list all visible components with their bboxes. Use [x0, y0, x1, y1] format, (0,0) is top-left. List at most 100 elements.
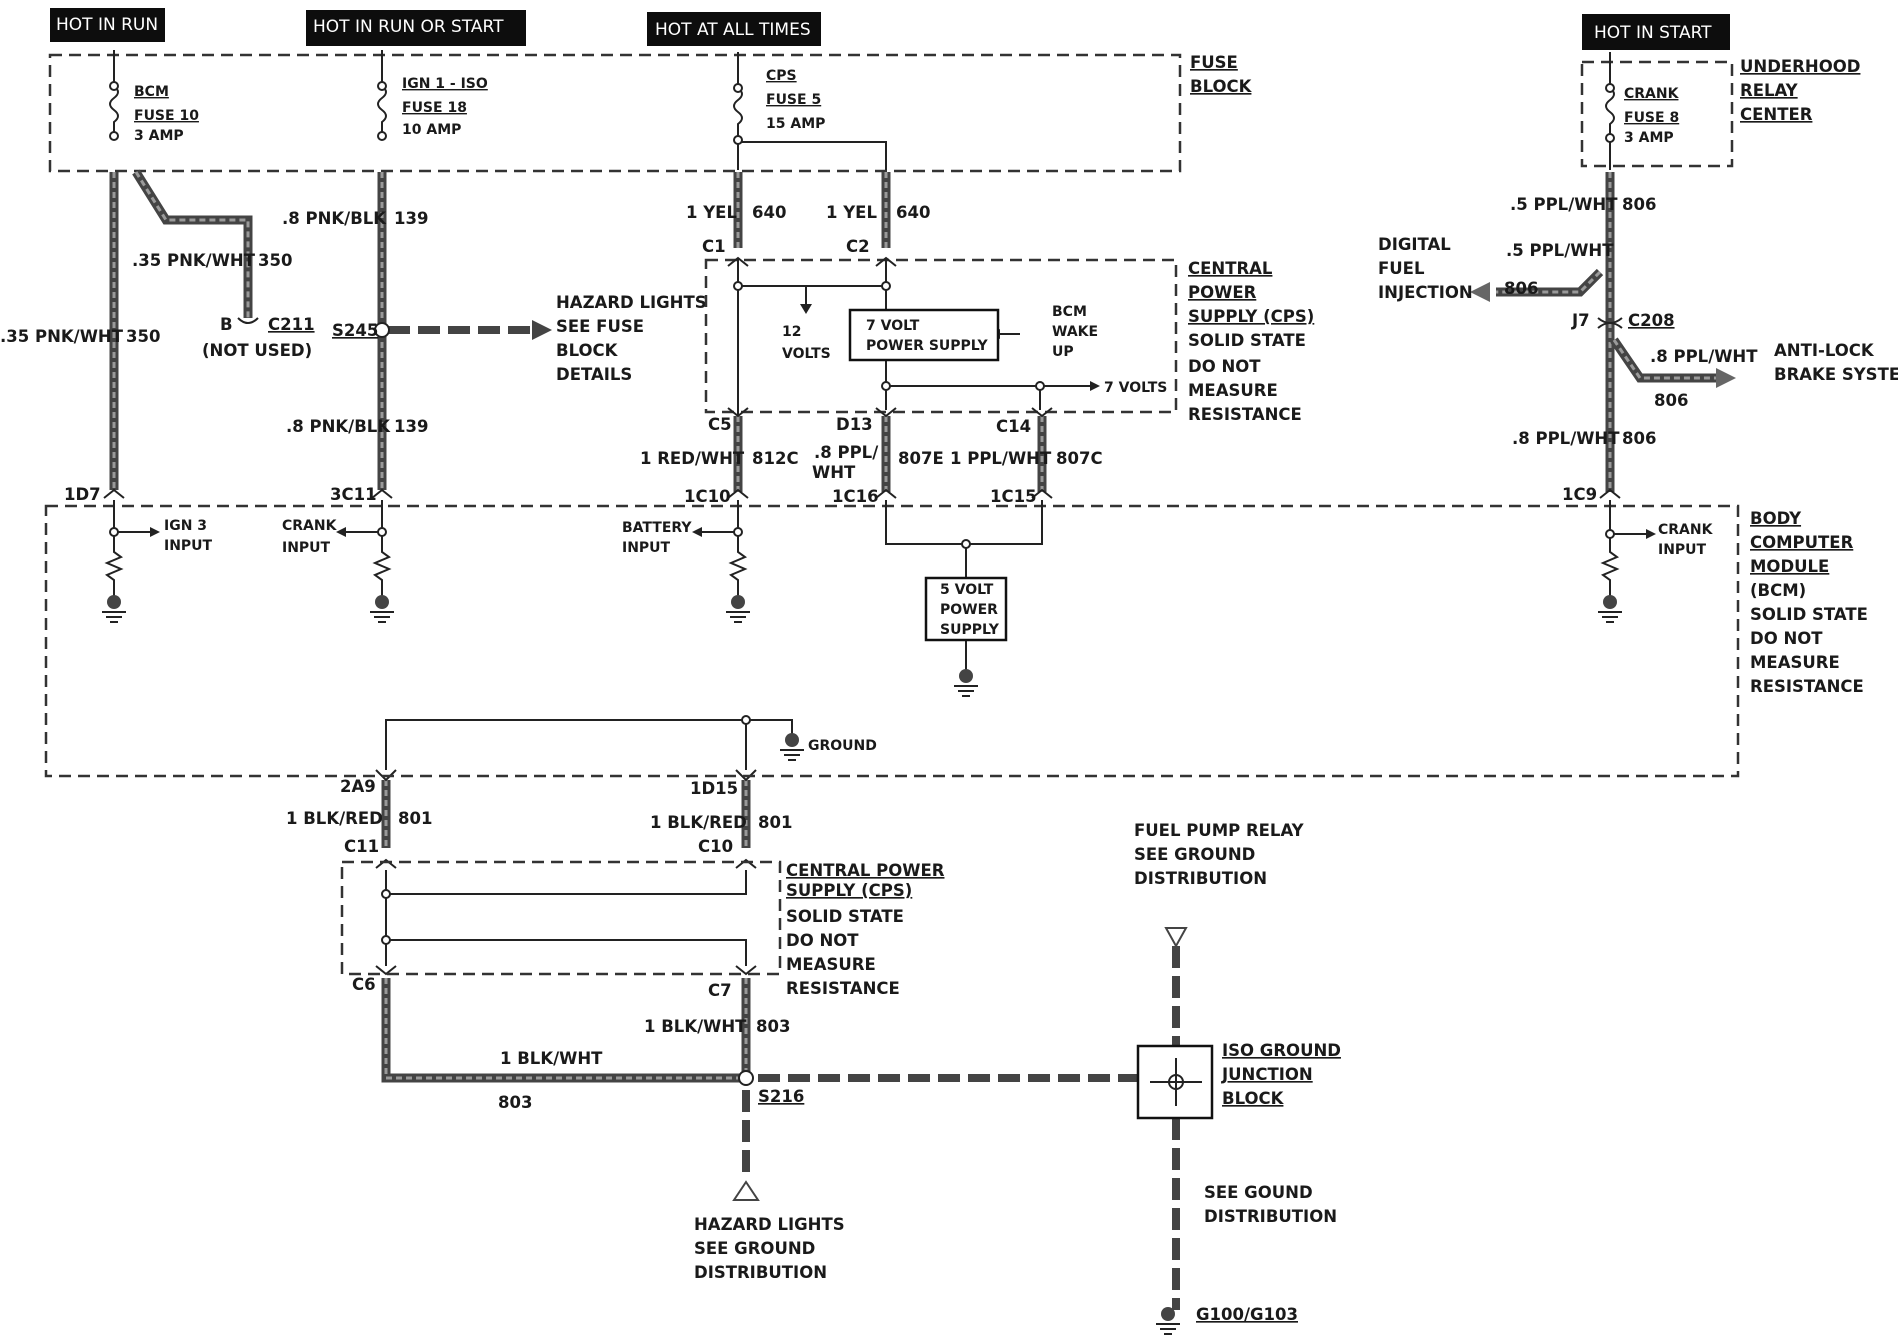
crank-fuse-amp: 3 AMP: [1624, 130, 1674, 146]
conn-s216: S216: [758, 1087, 804, 1106]
cps-fuse-number: FUSE 5: [766, 92, 821, 108]
cps-bottom-title-2: SUPPLY (CPS): [786, 881, 912, 900]
wire-803b-color: 1 BLK/WHT: [644, 1017, 747, 1036]
cps-top-title-5: DO NOT: [1188, 357, 1261, 376]
wire-350b-circuit: 350: [126, 327, 160, 346]
conn-c7: C7: [708, 981, 732, 1000]
bcm-title-8: RESISTANCE: [1750, 677, 1864, 696]
wire-806d-circuit: 806: [1622, 429, 1656, 448]
bcm-wake-2: WAKE: [1052, 324, 1098, 340]
hazard-top-2: SEE FUSE: [556, 317, 644, 336]
cps-bottom-circuit: [385, 870, 747, 966]
s216-splice: [738, 1070, 754, 1086]
wire-806d-color: .8 PPL/WHT: [1512, 429, 1620, 448]
cps-top-title-7: RESISTANCE: [1188, 405, 1302, 424]
cps-bottom-title-4: DO NOT: [786, 931, 859, 950]
iso-ground-1: ISO GROUND: [1222, 1041, 1341, 1060]
bcm-title-1: BODY: [1750, 509, 1802, 528]
fuse-symbols: [109, 50, 1615, 170]
cps-top-title-3: SUPPLY (CPS): [1188, 307, 1314, 326]
fuse-block-title-2: BLOCK: [1190, 77, 1253, 96]
connector-labels: C1 C2 C5 D13 C14 J7 C208 1D7 3C11 1C10 1…: [64, 237, 1675, 1106]
iso-ground-3: BLOCK: [1222, 1089, 1285, 1108]
abs-note: ANTI-LOCK BRAKE SYSTEM: [1774, 341, 1898, 384]
connector-chevrons: [103, 256, 1623, 976]
hazard-lights-top-note: HAZARD LIGHTS SEE FUSE BLOCK DETAILS: [556, 293, 707, 384]
conn-1c15: 1C15: [990, 487, 1037, 506]
cps-top-title-4: SOLID STATE: [1188, 331, 1306, 350]
crank-input-right-2: INPUT: [1658, 542, 1707, 558]
header-hot-in-start-label: HOT IN START: [1594, 23, 1712, 43]
cps-top-title-6: MEASURE: [1188, 381, 1278, 400]
abs-1: ANTI-LOCK: [1774, 341, 1875, 360]
wire-807e-color-2: WHT: [812, 463, 856, 482]
wires: [109, 169, 1720, 1083]
fuse-terminals: [109, 81, 1615, 145]
iso-ground-label: ISO GROUND JUNCTION BLOCK: [1221, 1041, 1341, 1108]
c211-label: C211: [268, 315, 315, 334]
bcm-fuse-amp: 3 AMP: [134, 128, 184, 144]
seven-volt-box-line-1: 7 VOLT: [866, 318, 920, 334]
twelve-volts-line-1: 12: [782, 324, 801, 340]
bcm-input-labels: IGN 3 INPUT CRANK INPUT BATTERY INPUT CR…: [164, 518, 1714, 754]
cps-fuse-name: CPS: [766, 68, 797, 84]
bcm-title-3: MODULE: [1750, 557, 1829, 576]
dfi-2: FUEL: [1378, 259, 1425, 278]
header-hot-in-run-label: HOT IN RUN: [56, 15, 158, 35]
cps-top-title: CENTRAL POWER SUPPLY (CPS) SOLID STATE D…: [1188, 259, 1314, 424]
wire-806c-color: .8 PPL/WHT: [1650, 347, 1758, 366]
conn-c10: C10: [698, 837, 733, 856]
ign3-input-1: IGN 3: [164, 518, 207, 534]
battery-input-1: BATTERY: [622, 520, 692, 536]
cps-top-7v-arrow: [1090, 381, 1100, 391]
ground-icon: [102, 595, 126, 623]
conn-d13: D13: [836, 415, 873, 434]
wire-807e-circuit: 807E: [898, 449, 944, 468]
ground-icon: [954, 669, 978, 697]
s245-splice: [374, 322, 390, 338]
bcm-title-4: (BCM): [1750, 581, 1806, 600]
wire-801a-circuit: 801: [398, 809, 432, 828]
bcm-title-2: COMPUTER: [1750, 533, 1854, 552]
header-hot-at-all-times-label: HOT AT ALL TIMES: [655, 20, 811, 40]
c211-pin: B: [220, 315, 233, 334]
conn-c14: C14: [996, 417, 1031, 436]
iso-ground-2: JUNCTION: [1221, 1065, 1313, 1084]
cps-bottom-nodes: [381, 889, 391, 945]
s245-label: S245: [332, 321, 378, 340]
five-volt-box-3: SUPPLY: [940, 622, 1000, 638]
conn-1c10: 1C10: [684, 487, 731, 506]
fuse-labels: BCM FUSE 10 3 AMP IGN 1 - ISO FUSE 18 10…: [134, 68, 1680, 146]
hazard-top-3: BLOCK: [556, 341, 619, 360]
relay-center-title-1: UNDERHOOD: [1740, 57, 1860, 76]
crank-input-left-2: INPUT: [282, 540, 331, 556]
seven-volts-output: 7 VOLTS: [1104, 380, 1167, 396]
wire-806a-circuit: 806: [1622, 195, 1656, 214]
wire-806a-color: .5 PPL/WHT: [1510, 195, 1618, 214]
ground-symbols: [102, 595, 1622, 1335]
wire-806b-color: .5 PPL/WHT: [1506, 241, 1614, 260]
conn-3c11: 3C11: [330, 485, 377, 504]
wire-139b-circuit: 139: [394, 417, 428, 436]
bcm-fuse-name: BCM: [134, 84, 169, 100]
ground-icon: [1156, 1307, 1180, 1335]
wire-350b-color: .35 PNK/WHT: [0, 327, 124, 346]
cps-bottom-title-5: MEASURE: [786, 955, 876, 974]
bcm-input-circuits: [104, 500, 1646, 770]
seven-volt-power-supply-box: [848, 308, 1000, 362]
cps-bottom-title-1: CENTRAL POWER: [786, 861, 945, 880]
relay-center-title-3: CENTER: [1740, 105, 1813, 124]
conn-1d15: 1D15: [690, 779, 738, 798]
cps-top-title-2: POWER: [1188, 283, 1257, 302]
wire-807e-color-1: .8 PPL/: [814, 443, 879, 462]
bcm-input-arrows: [150, 527, 1656, 539]
crank-fuse-number: FUSE 8: [1624, 110, 1679, 126]
wire-812-circuit: 812C: [752, 449, 799, 468]
ign3-input-2: INPUT: [164, 538, 213, 554]
wire-806b-circuit: 806: [1504, 279, 1538, 298]
wire-803a-circuit: 803: [498, 1093, 532, 1112]
wire-640a-circuit: 640: [752, 203, 786, 222]
cps-top-12v-arrow: [800, 304, 812, 314]
five-volt-box-1: 5 VOLT: [940, 582, 994, 598]
hazard-bottom-2: SEE GROUND: [694, 1239, 815, 1258]
